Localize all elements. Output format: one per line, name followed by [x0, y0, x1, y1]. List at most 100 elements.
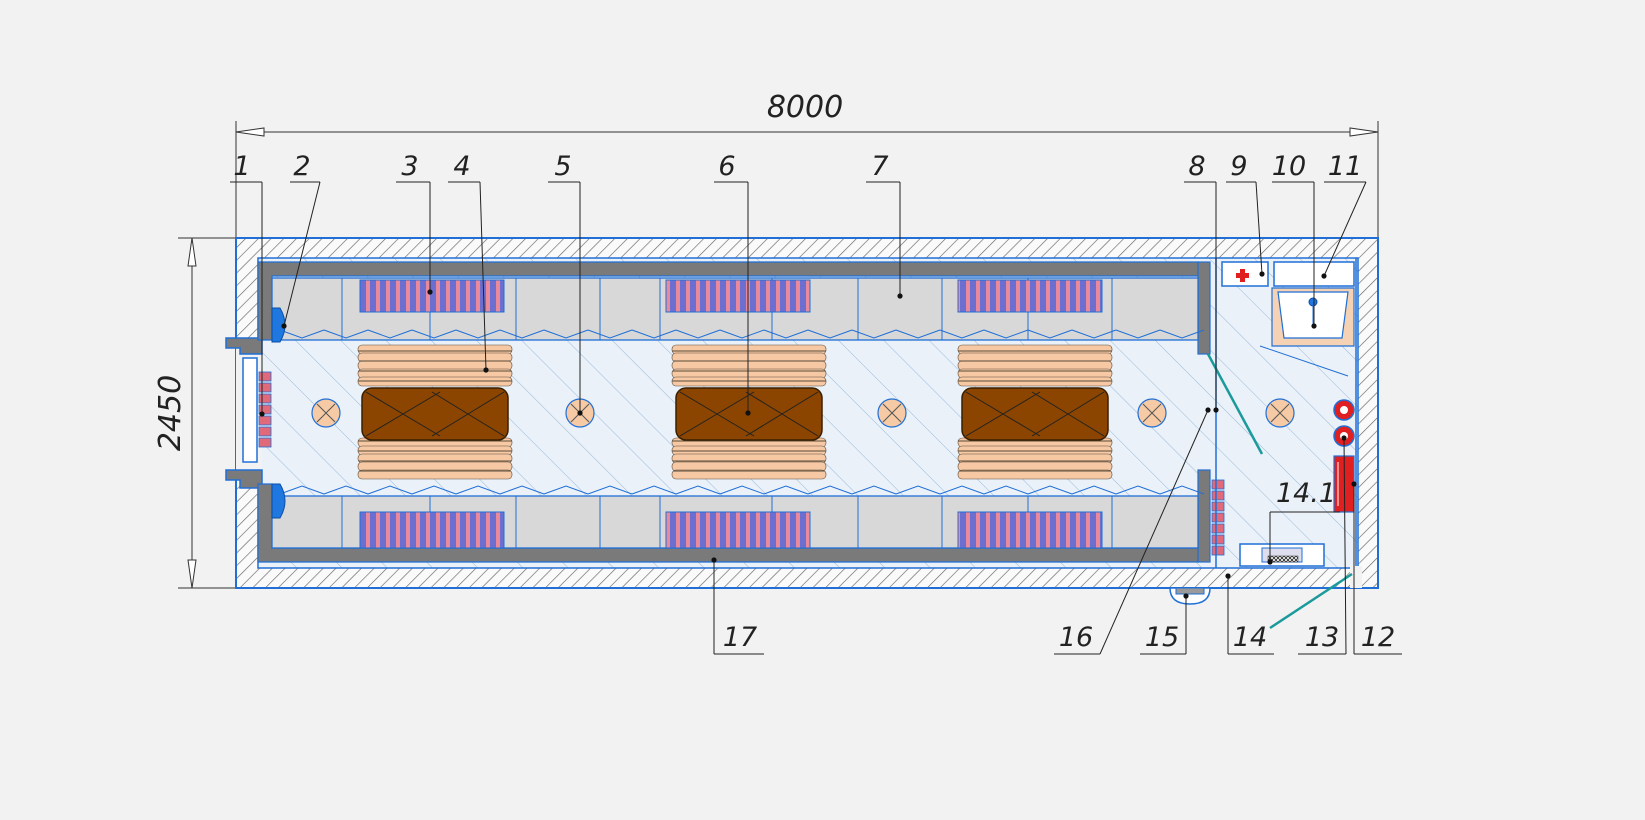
- floor-mark: [631, 329, 677, 339]
- chair-row: [357, 344, 513, 355]
- table-cross: [965, 391, 1105, 437]
- floor-mark: [323, 485, 369, 495]
- leader-line: [1255, 181, 1263, 275]
- hand-dryer-bottom: [271, 483, 286, 519]
- lamp-cross: [1142, 403, 1162, 423]
- chair-row: [671, 352, 827, 363]
- leader-line: [479, 181, 487, 371]
- radiator-section: [258, 404, 272, 415]
- leader-dot: [1311, 323, 1317, 329]
- floor-mark: [1159, 329, 1205, 339]
- callout-10: 10: [1272, 151, 1306, 182]
- floor-mark: [1115, 329, 1161, 339]
- leader-dot: [427, 289, 433, 295]
- floor-mark: [851, 485, 897, 495]
- callout-7: 7: [871, 151, 888, 182]
- callout-17: 17: [723, 622, 757, 653]
- floor-mark: [323, 329, 369, 339]
- floor-mark: [939, 329, 985, 339]
- leader-dot: [1341, 435, 1347, 441]
- heater: [359, 511, 505, 549]
- leader-lines: [230, 181, 1402, 655]
- radiator-section: [1211, 545, 1225, 556]
- floor-mark: [543, 485, 589, 495]
- leader-dot: [1259, 271, 1265, 277]
- floor-mark: [279, 485, 325, 495]
- callout-12: 12: [1361, 622, 1395, 653]
- chair-row: [957, 469, 1113, 480]
- floor-mark: [851, 329, 897, 339]
- chair-row: [671, 368, 827, 379]
- leader-dot: [1225, 573, 1231, 579]
- callout-4: 4: [453, 151, 470, 182]
- chair-row: [357, 461, 513, 472]
- floor-mark: [983, 329, 1029, 339]
- radiator-section: [258, 382, 272, 393]
- leader-dot: [745, 410, 751, 416]
- leader-dot: [1321, 273, 1327, 279]
- floor-mark: [1115, 485, 1161, 495]
- floor-mark: [1159, 485, 1205, 495]
- callout-13: 13: [1305, 622, 1339, 653]
- heater: [665, 511, 811, 549]
- heater: [957, 511, 1103, 549]
- chair-row: [957, 360, 1113, 371]
- wall-heaters: [359, 279, 1103, 549]
- interior-door-swing: [1206, 353, 1264, 455]
- floor-mark: [675, 329, 721, 339]
- radiator-section: [258, 437, 272, 448]
- chair-row: [957, 352, 1113, 363]
- chair-row: [957, 453, 1113, 464]
- floor-mark: [807, 485, 853, 495]
- radiator-section: [258, 393, 272, 404]
- tables-group: [357, 344, 1113, 480]
- chair-row: [957, 376, 1113, 387]
- floor-mark: [411, 485, 457, 495]
- first-aid-cross-icon: [1236, 269, 1249, 282]
- leader-line: [1323, 181, 1367, 277]
- floor-mark: [587, 329, 633, 339]
- leader-dot: [259, 411, 265, 417]
- floor-mark: [675, 485, 721, 495]
- chair-row: [671, 376, 827, 387]
- callout-9: 9: [1230, 151, 1247, 182]
- callout-11: 11: [1328, 151, 1362, 182]
- radiator-section: [1211, 501, 1225, 512]
- floor-markings: [279, 329, 1205, 495]
- chair-row: [357, 360, 513, 371]
- leader-dot: [711, 557, 717, 563]
- floor-mark: [411, 329, 457, 339]
- leader-line: [283, 181, 321, 327]
- leader-dot: [1351, 481, 1357, 487]
- floor-mark: [499, 329, 545, 339]
- chair-row: [357, 469, 513, 480]
- floor-mark: [719, 485, 765, 495]
- radiator-section: [258, 426, 272, 437]
- heater: [359, 279, 505, 313]
- table: [361, 387, 509, 441]
- floor-mark: [455, 485, 501, 495]
- hand-dryer-top: [271, 307, 286, 343]
- lamp-cross: [1270, 403, 1290, 423]
- radiator-section: [1211, 534, 1225, 545]
- floor-mark: [543, 329, 589, 339]
- callout-15: 15: [1145, 622, 1179, 653]
- floor-mark: [499, 485, 545, 495]
- radiator-section: [1211, 523, 1225, 534]
- door-mat: [1239, 543, 1325, 567]
- floor-mark: [983, 485, 1029, 495]
- leader-dot: [577, 410, 583, 416]
- dimension-width: 2450: [153, 237, 236, 589]
- floor-mark: [1027, 329, 1073, 339]
- floor-mark: [279, 329, 325, 339]
- floor-mark: [763, 485, 809, 495]
- lamp-cross: [316, 403, 336, 423]
- leader-dot: [897, 293, 903, 299]
- callout-8: 8: [1188, 151, 1205, 182]
- chair-row: [957, 344, 1113, 355]
- leader-dot: [1267, 559, 1273, 565]
- floor-mark: [895, 329, 941, 339]
- floor-mark: [807, 329, 853, 339]
- heater: [957, 279, 1103, 313]
- ceiling-lamps: [311, 398, 1295, 428]
